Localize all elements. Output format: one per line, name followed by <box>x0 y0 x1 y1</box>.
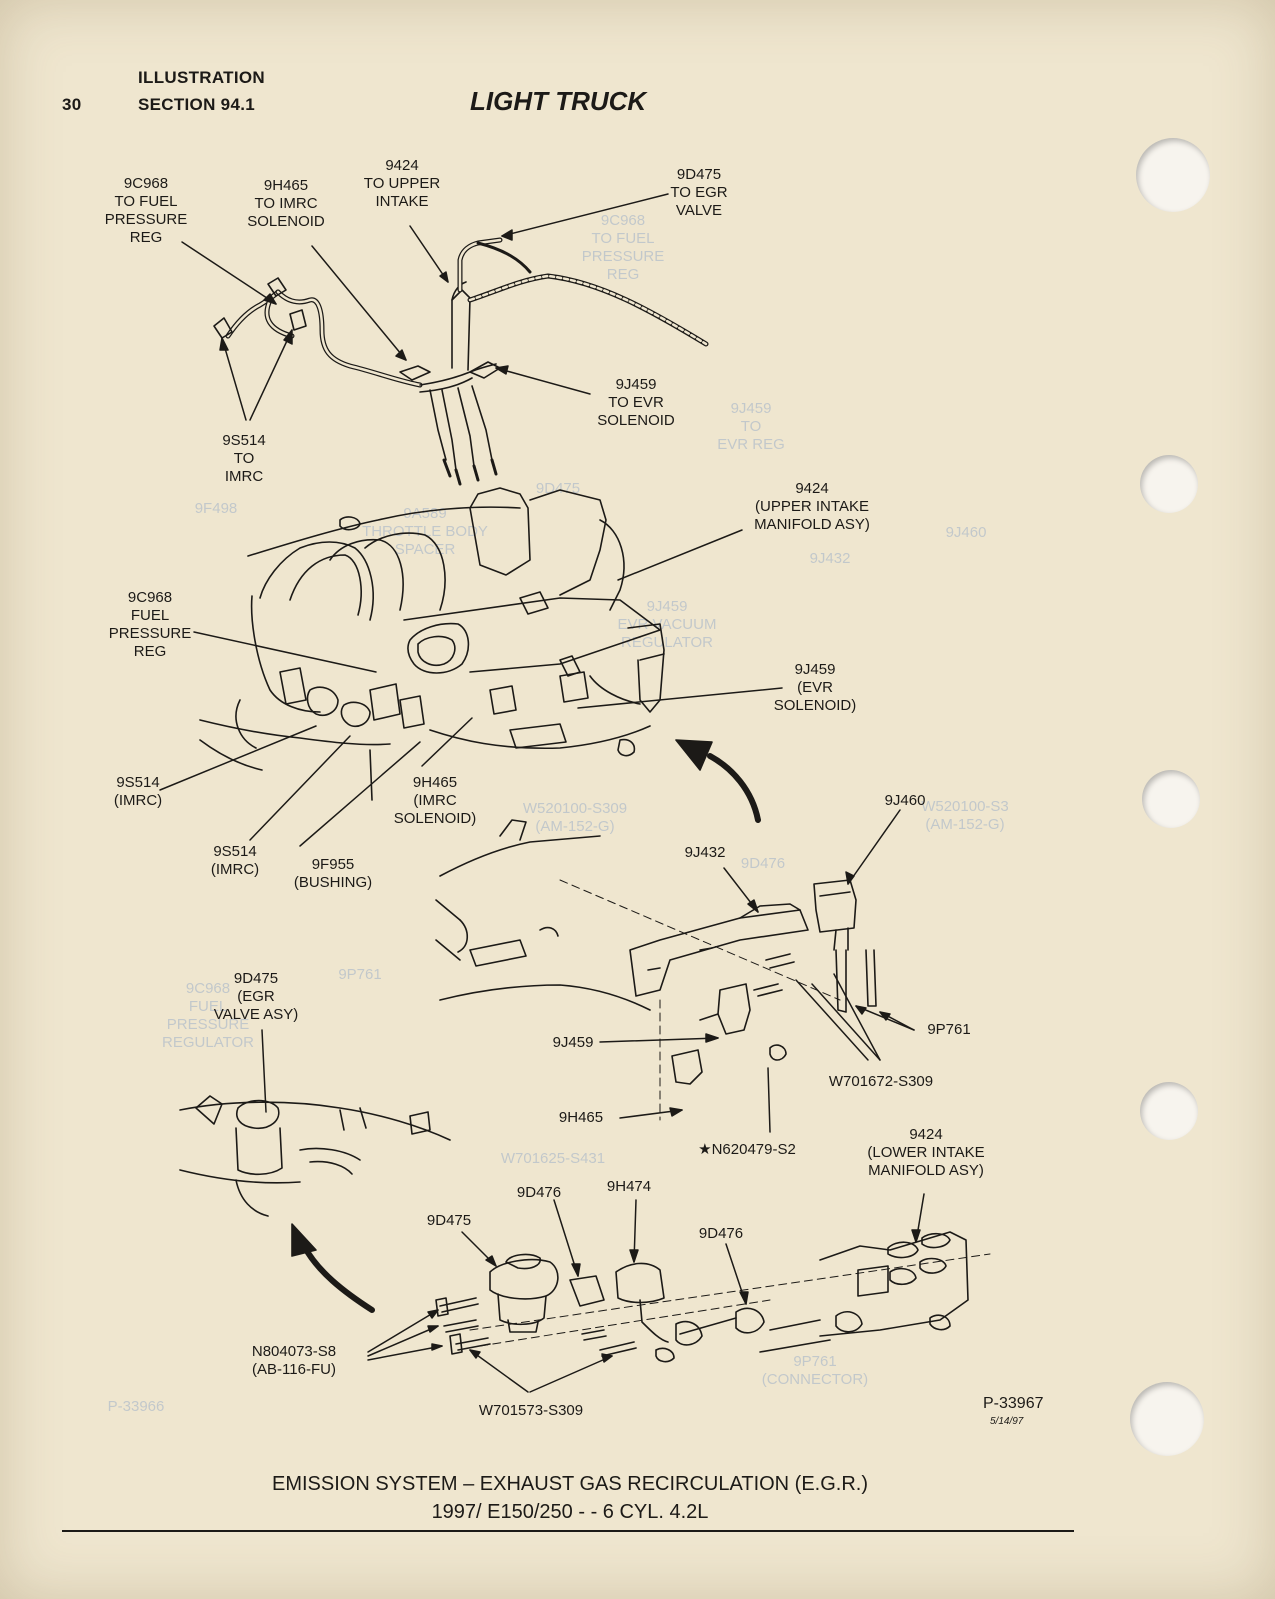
label-9s514-imrc-b: 9S514 (IMRC) <box>210 843 260 878</box>
label-w701672: W701672-S309 <box>828 1073 934 1090</box>
ghost-label: 9F498 <box>194 500 238 517</box>
egr-valve-area <box>179 1095 451 1217</box>
label-9d475-egr-valve-hose: 9D475 TO EGR VALVE <box>670 166 728 219</box>
illustration-heading: ILLUSTRATION <box>138 68 265 87</box>
illustration-part-number: P-33967 <box>983 1395 1044 1412</box>
section-heading: SECTION 94.1 <box>138 95 255 114</box>
page-number: 30 <box>62 95 82 114</box>
label-9d476-a: 9D476 <box>516 1184 562 1201</box>
label-n620479: ★N620479-S2 <box>698 1141 796 1158</box>
label-9p761: 9P761 <box>927 1021 971 1038</box>
caption-vehicle: 1997/ E150/250 - - 6 CYL. 4.2L <box>431 1501 709 1523</box>
label-9j432: 9J432 <box>684 844 726 861</box>
label-9j459-evr-sol: 9J459 (EVR SOLENOID) <box>773 661 857 714</box>
egr-exploded-parts <box>435 879 991 1363</box>
label-9s514-imrc-hose: 9S514 TO IMRC <box>222 432 266 485</box>
ghost-label: 9J432 <box>809 550 851 567</box>
upper-intake-manifold <box>247 487 665 713</box>
label-9j459-evr-sol-hose: 9J459 TO EVR SOLENOID <box>597 376 675 429</box>
binder-hole <box>1142 770 1200 828</box>
label-9c968-fuel-reg-hose: 9C968 TO FUEL PRESSURE REG <box>104 175 188 246</box>
binder-hole <box>1140 455 1198 513</box>
ghost-label: 9P761 (CONNECTOR) <box>761 1353 869 1388</box>
ghost-label: W520100-S309 (AM-152-G) <box>522 800 628 835</box>
label-9d475-egr-valve-asy: 9D475 (EGR VALVE ASY) <box>213 970 299 1023</box>
label-n804073: N804073-S8 (AB-116-FU) <box>251 1343 337 1378</box>
label-9c968-fuel-reg: 9C968 FUEL PRESSURE REG <box>108 589 192 660</box>
label-9d476-b: 9D476 <box>698 1225 744 1242</box>
ghost-label: 9C968 FUEL PRESSURE REGULATOR <box>162 980 254 1051</box>
label-9j459-b: 9J459 <box>552 1034 594 1051</box>
binder-hole <box>1140 1082 1198 1140</box>
assembly-arrows <box>291 739 761 1313</box>
label-9424-lower-manifold: 9424 (LOWER INTAKE MANIFOLD ASY) <box>867 1126 985 1179</box>
vacuum-harness <box>213 237 709 486</box>
illustration-date: 5/14/97 <box>990 1416 1024 1427</box>
ghost-label: 9D476 <box>740 855 786 872</box>
label-9h465-imrc-sol: 9H465 (IMRC SOLENOID) <box>393 774 477 827</box>
page-title: LIGHT TRUCK <box>470 86 647 116</box>
caption-title: EMISSION SYSTEM – EXHAUST GAS RECIRCULAT… <box>271 1473 869 1495</box>
binder-hole <box>1136 138 1210 212</box>
ghost-label: W520100-S3 (AM-152-G) <box>921 798 1009 833</box>
footer-rule <box>62 1530 1074 1532</box>
ghost-label: W701625-S431 <box>500 1150 606 1167</box>
binder-hole <box>1130 1382 1204 1456</box>
label-9h465-imrc-sol-hose: 9H465 TO IMRC SOLENOID <box>247 177 325 230</box>
ghost-label: 9P761 <box>338 966 382 983</box>
label-9h474: 9H474 <box>606 1178 652 1195</box>
label-w701573: W701573-S309 <box>478 1402 584 1419</box>
label-9424-upper-manifold: 9424 (UPPER INTAKE MANIFOLD ASY) <box>754 480 870 533</box>
label-9s514-imrc-a: 9S514 (IMRC) <box>113 774 163 809</box>
ghost-label: 9J459 EVR VACUUM REGULATOR <box>617 598 717 651</box>
label-9h465-b: 9H465 <box>558 1109 604 1126</box>
bracket-assembly <box>435 819 877 1085</box>
ghost-label: 9J460 <box>945 524 987 541</box>
engine-block-mid <box>199 667 651 801</box>
ghost-label: 9C968 TO FUEL PRESSURE REG <box>581 212 665 283</box>
ghost-label: 9J459 TO EVR REG <box>717 400 785 453</box>
ghost-label: P-33966 <box>107 1398 165 1415</box>
label-9j460: 9J460 <box>884 792 926 809</box>
label-9f955-bushing: 9F955 (BUSHING) <box>293 856 373 891</box>
label-9d475-c: 9D475 <box>426 1212 472 1229</box>
label-9424-upper-intake-hose: 9424 TO UPPER INTAKE <box>363 157 441 210</box>
leader-lines <box>159 193 925 1393</box>
